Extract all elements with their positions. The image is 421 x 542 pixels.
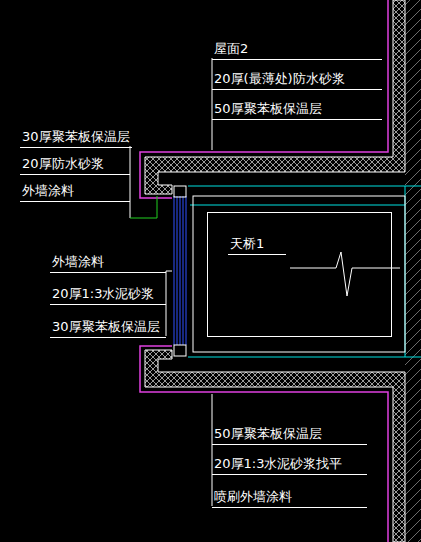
layer-note: 20厚防水砂浆 (20, 155, 130, 175)
layer-note: 屋面2 (212, 40, 382, 60)
roof-slab (145, 0, 405, 194)
bridge-outline (193, 196, 405, 352)
insulation-line (140, 0, 388, 198)
window-frame (174, 345, 186, 356)
layer-note: 50厚聚苯板保温层 (212, 100, 382, 120)
layer-note: 20厚1:3水泥砂浆找平 (212, 455, 367, 475)
layer-note: 50厚聚苯板保温层 (212, 425, 367, 445)
leader-line (130, 58, 212, 506)
floor-slab (145, 350, 405, 542)
layer-note: 20厚1:3水泥砂浆 (50, 285, 166, 305)
layer-note: 喷刷外墙涂料 (212, 488, 367, 508)
layer-note: 外墙涂料 (50, 253, 166, 273)
layer-note: 20厚(最薄处)防水砂浆 (212, 70, 382, 90)
concrete-hatch (405, 0, 421, 542)
bridge-box: 天桥1 (207, 212, 392, 337)
insulation-line (140, 346, 388, 542)
layer-note: 外墙涂料 (20, 182, 130, 202)
layer-note: 30厚聚苯板保温层 (50, 318, 166, 338)
window-frame (174, 186, 186, 197)
window-glass (174, 196, 186, 345)
break-symbol (290, 252, 400, 296)
bridge-label: 天桥1 (228, 235, 286, 255)
layer-note: 30厚聚苯板保温层 (20, 128, 132, 148)
leader-line (130, 196, 157, 218)
bridge-frame (188, 186, 421, 357)
